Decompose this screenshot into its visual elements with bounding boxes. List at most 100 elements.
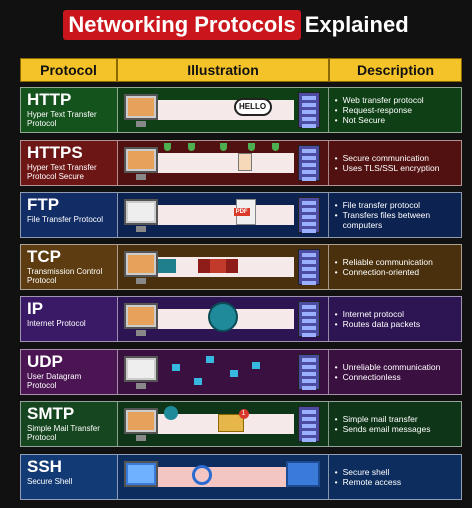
protocol-full-name: File Transfer Protocol — [27, 215, 104, 224]
description-item: Secure communication — [335, 153, 455, 163]
envelope-icon: 1 — [217, 409, 249, 432]
description-item: Secure shell — [335, 467, 455, 477]
description-item: Connection-oriented — [335, 267, 455, 277]
description-list: Internet protocolRoutes data packets — [335, 309, 455, 329]
packet-teal — [157, 259, 176, 273]
description-list: Unreliable communicationConnectionless — [335, 362, 455, 382]
description-list: Secure shellRemote access — [335, 467, 455, 487]
protocol-name: TCP — [27, 247, 61, 266]
shield-icon — [187, 143, 195, 151]
illustration-http: HELLO — [118, 88, 329, 132]
description-item: Unreliable communication — [335, 362, 455, 372]
description-item: Routes data packets — [335, 319, 455, 329]
server-icon — [297, 249, 320, 285]
shield-icon — [271, 143, 279, 151]
illustration-https — [118, 141, 329, 185]
shield-icon — [219, 143, 227, 151]
protocol-name: HTTPS — [27, 143, 83, 162]
computer-icon — [123, 199, 158, 225]
description-item: File transfer protocol — [335, 200, 455, 210]
title-rest: Explained — [304, 12, 409, 37]
protocol-full-name: Internet Protocol — [27, 319, 86, 328]
description-item: Sends email messages — [335, 424, 455, 434]
description-list: Secure communicationUses TLS/SSL encrypt… — [335, 153, 455, 173]
server-icon — [297, 354, 320, 390]
packet-red — [209, 259, 226, 273]
computer-icon — [123, 356, 158, 382]
server-icon — [297, 301, 320, 337]
header-illustration: Illustration — [117, 58, 329, 82]
protocol-full-name: Hyper Text Transfer Protocol — [27, 110, 97, 128]
illustration-udp — [118, 350, 329, 394]
description-list: Simple mail transferSends email messages — [335, 414, 455, 434]
description-item: Request-response — [335, 105, 455, 115]
table-header: Protocol Illustration Description — [20, 58, 462, 82]
description-item: Transfers files between computers — [335, 210, 455, 230]
server-icon — [297, 197, 320, 233]
globe-icon — [163, 406, 178, 420]
protocol-name: FTP — [27, 195, 60, 214]
description-item: Connectionless — [335, 372, 455, 382]
protocol-full-name: Simple Mail Transfer Protocol — [27, 424, 100, 442]
illustration-smtp: 1 — [118, 402, 329, 446]
protocol-name: SMTP — [27, 404, 75, 423]
computer-icon — [123, 251, 158, 277]
protocol-full-name: Transmission Control Protocol — [27, 267, 103, 285]
protocol-name: HTTP — [27, 90, 72, 109]
description-list: Web transfer protocolRequest-responseNot… — [335, 95, 455, 125]
description-item: Web transfer protocol — [335, 95, 455, 105]
protocol-name: IP — [27, 299, 44, 318]
server-icon — [297, 406, 320, 442]
server-icon — [297, 145, 320, 181]
packet — [205, 356, 214, 363]
computer-icon — [123, 94, 158, 120]
protocol-full-name: Hyper Text Transfer Protocol Secure — [27, 163, 97, 181]
packet — [171, 364, 180, 371]
packet-red — [197, 259, 210, 273]
protocol-full-name: User Datagram Protocol — [27, 372, 82, 390]
description-item: Reliable communication — [335, 257, 455, 267]
description-item: Uses TLS/SSL encryption — [335, 163, 455, 173]
globe-icon — [207, 302, 238, 332]
pdf-file-icon: PDF — [233, 199, 256, 225]
description-list: File transfer protocolTransfers files be… — [335, 200, 455, 230]
shield-icon — [163, 143, 171, 151]
hello-bubble: HELLO — [233, 98, 272, 116]
header-protocol: Protocol — [20, 58, 117, 82]
illustration-ip — [118, 297, 329, 341]
illustration-ftp: PDF — [118, 193, 329, 237]
computer-icon — [123, 408, 158, 434]
shield-icon — [247, 143, 255, 151]
illustration-ssh — [118, 455, 329, 499]
id-card-icon — [237, 153, 252, 171]
description-item: Simple mail transfer — [335, 414, 455, 424]
computer-icon — [123, 147, 158, 173]
description-list: Reliable communicationConnection-oriente… — [335, 257, 455, 277]
computer-icon — [123, 303, 158, 329]
packet-red — [225, 259, 238, 273]
illustration-tcp — [118, 245, 329, 289]
description-item: Internet protocol — [335, 309, 455, 319]
packet — [193, 378, 202, 385]
computer-icon — [285, 461, 320, 487]
packet — [251, 362, 260, 369]
title-highlight: Networking Protocols — [63, 10, 301, 40]
description-item: Remote access — [335, 477, 455, 487]
server-icon — [297, 92, 320, 128]
protocol-full-name: Secure Shell — [27, 477, 73, 486]
header-description: Description — [329, 58, 462, 82]
protocol-name: UDP — [27, 352, 63, 371]
description-item: Not Secure — [335, 115, 455, 125]
computer-icon — [123, 461, 158, 487]
protocol-name: SSH — [27, 457, 62, 476]
packet — [229, 370, 238, 377]
